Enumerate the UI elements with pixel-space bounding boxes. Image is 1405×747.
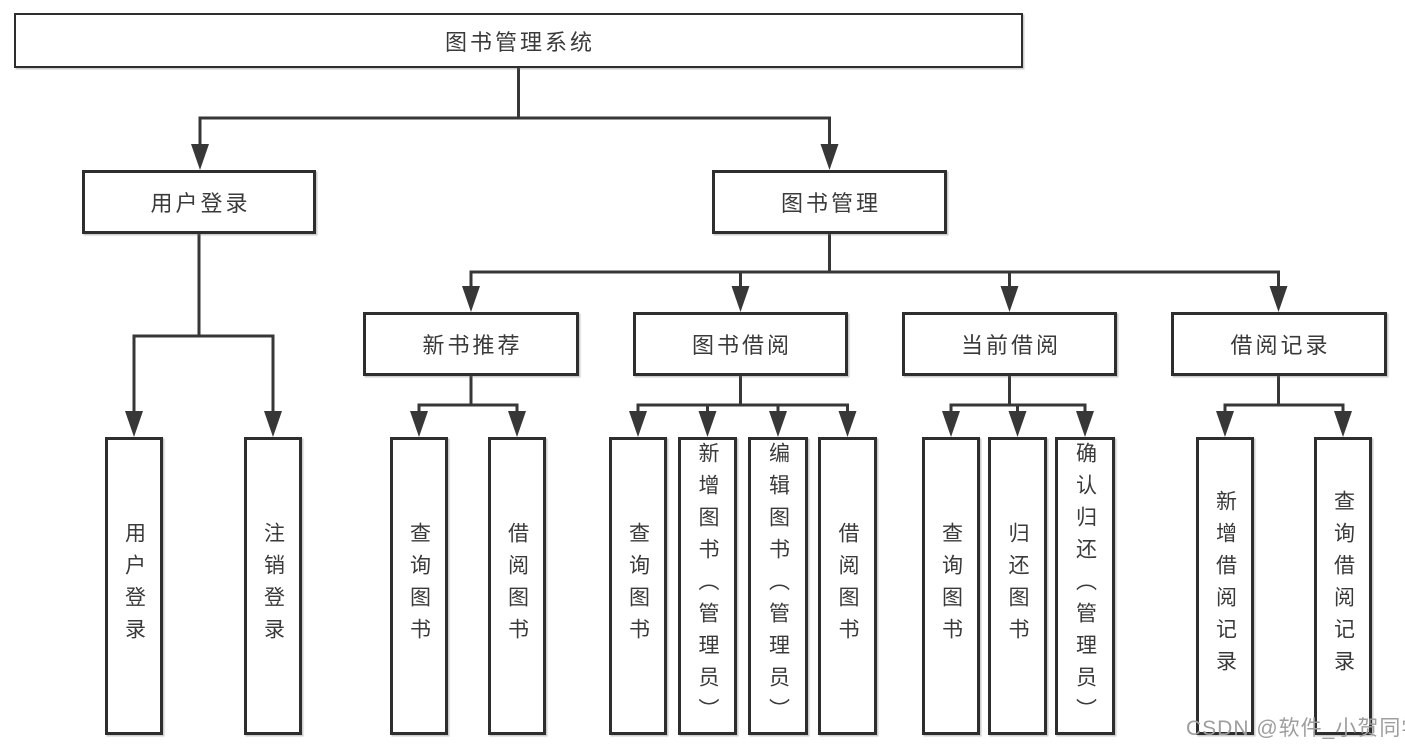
csdn-watermark: CSDN @软件_小贺同学 — [1186, 717, 1405, 740]
leaf-query-books-current: 查询图书 — [922, 437, 980, 735]
node-new-book-recommendation: 新书推荐 — [363, 312, 579, 376]
leaf-query-borrow-record: 查询借阅记录 — [1314, 437, 1372, 735]
leaf-query-books-recommend: 查询图书 — [390, 437, 448, 735]
leaf-query-books-borrow: 查询图书 — [609, 437, 667, 735]
node-user-login: 用户登录 — [82, 170, 316, 234]
leaf-borrow-books: 借阅图书 — [818, 437, 877, 735]
node-current-borrowing: 当前借阅 — [902, 312, 1117, 376]
node-book-management: 图书管理 — [712, 170, 947, 234]
leaf-add-books-admin: 新增图书（管理员） — [678, 437, 737, 735]
leaf-return-books: 归还图书 — [988, 437, 1047, 735]
leaf-user-login: 用户登录 — [105, 437, 163, 735]
leaf-edit-books-admin: 编辑图书（管理员） — [748, 437, 808, 735]
node-borrowing-records: 借阅记录 — [1171, 312, 1387, 376]
leaf-logout: 注销登录 — [244, 437, 302, 735]
leaf-confirm-return-admin: 确认归还（管理员） — [1055, 437, 1115, 735]
leaf-borrow-books-recommend: 借阅图书 — [488, 437, 546, 735]
node-library-management-system: 图书管理系统 — [14, 13, 1023, 68]
leaf-add-borrow-record: 新增借阅记录 — [1196, 437, 1254, 735]
node-book-borrowing: 图书借阅 — [633, 312, 848, 376]
